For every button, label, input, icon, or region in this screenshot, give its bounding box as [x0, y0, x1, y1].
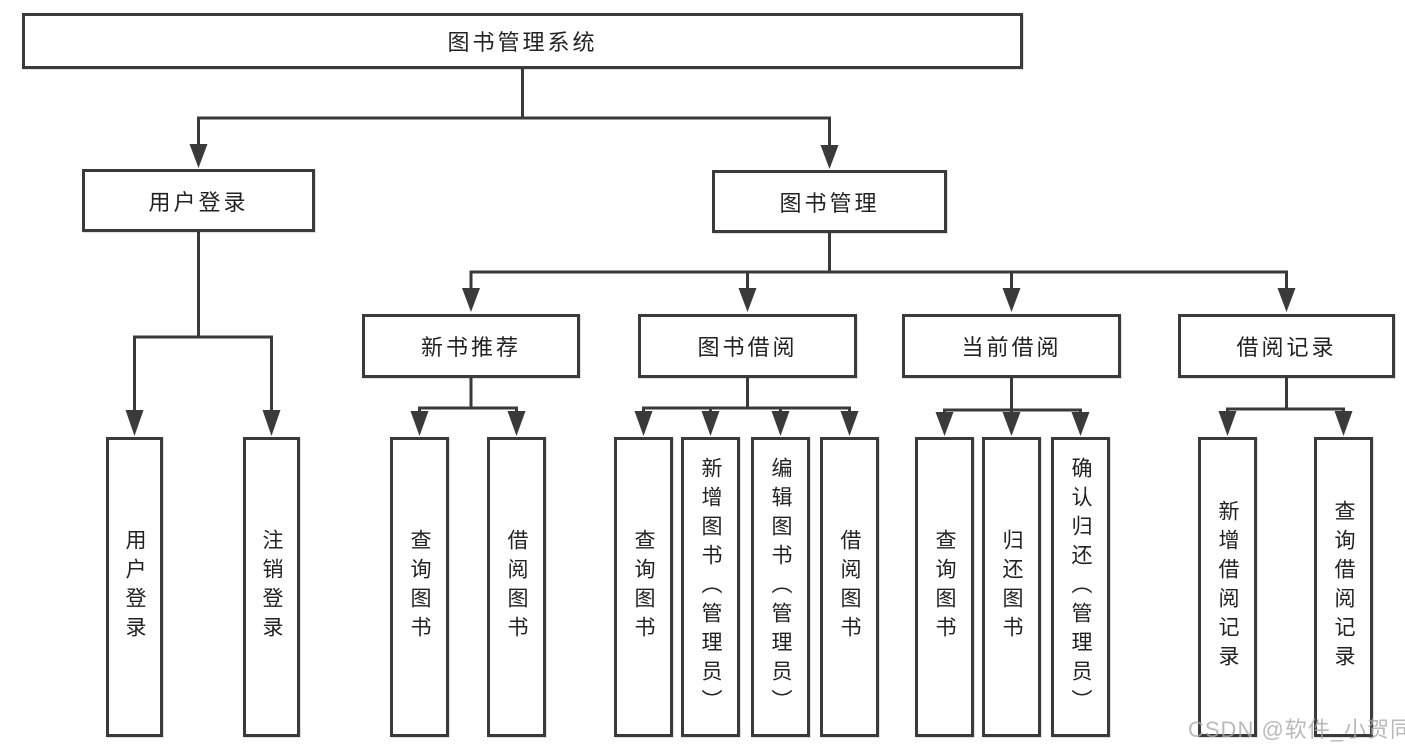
node-borrow-books: 借阅图书: [487, 437, 546, 737]
node-add-borrow-record: 新增借阅记录: [1198, 437, 1257, 737]
node-current-borrowing: 当前借阅: [902, 314, 1121, 378]
node-edit-book-admin: 编辑图书（管理员）: [751, 437, 810, 737]
node-user-login: 用户登录: [82, 169, 315, 232]
watermark-csdn: CSDN @软件_小贺同学: [1188, 717, 1405, 742]
node-query-books: 查询图书: [915, 437, 974, 737]
node-user-login-leaf: 用户登录: [106, 437, 163, 737]
node-book-management: 图书管理: [712, 170, 947, 233]
node-confirm-return-admin: 确认归还（管理员）: [1051, 437, 1110, 737]
node-library-management-system: 图书管理系统: [22, 13, 1023, 69]
node-borrowing-records: 借阅记录: [1178, 314, 1395, 378]
node-logout: 注销登录: [243, 437, 300, 737]
node-query-borrow-record: 查询借阅记录: [1314, 437, 1373, 737]
node-query-books: 查询图书: [614, 437, 673, 737]
node-borrow-books: 借阅图书: [820, 437, 879, 737]
node-book-borrowing: 图书借阅: [638, 314, 857, 378]
node-return-book: 归还图书: [982, 437, 1041, 737]
node-add-book-admin: 新增图书（管理员）: [681, 437, 740, 737]
node-new-book-recommendation: 新书推荐: [362, 314, 580, 378]
node-query-books: 查询图书: [390, 437, 449, 737]
